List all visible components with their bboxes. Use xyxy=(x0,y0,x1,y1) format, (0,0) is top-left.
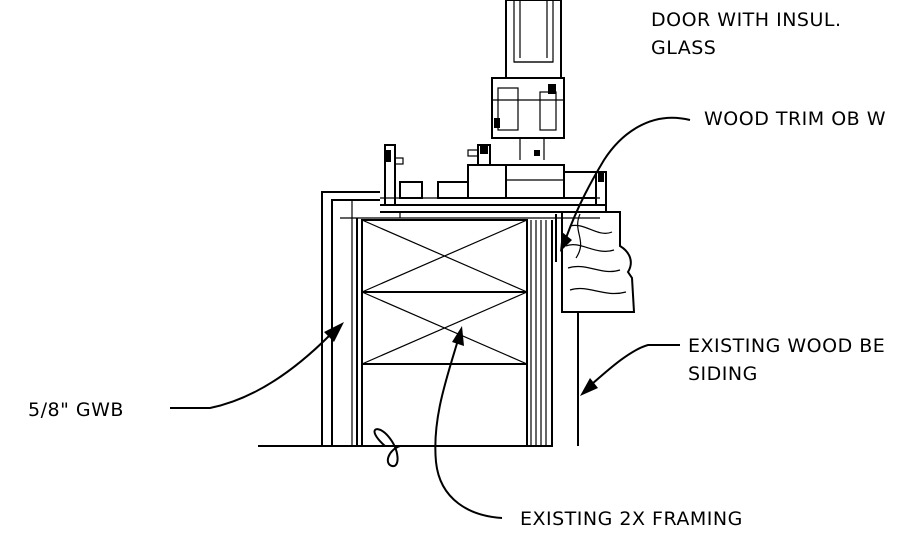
framing-label: EXISTING 2X FRAMING xyxy=(520,508,743,530)
gwb-label: 5/8" GWB xyxy=(28,399,124,421)
door-label-line2: GLASS xyxy=(651,37,716,59)
gwb-layer xyxy=(321,191,380,446)
existing-framing xyxy=(361,219,553,447)
leaders xyxy=(170,116,691,519)
existing-siding-label-line1: EXISTING WOOD BE xyxy=(688,335,885,357)
door-glass-frame xyxy=(491,0,565,160)
door-label-line1: DOOR WITH INSUL. xyxy=(651,9,842,31)
wood-trim-profile xyxy=(555,211,636,313)
floor-line xyxy=(258,428,553,468)
sill-threshold-extrusion xyxy=(340,144,607,219)
wood-trim-label: WOOD TRIM OB W xyxy=(704,108,886,130)
existing-siding-label-line2: SIDING xyxy=(688,363,758,385)
